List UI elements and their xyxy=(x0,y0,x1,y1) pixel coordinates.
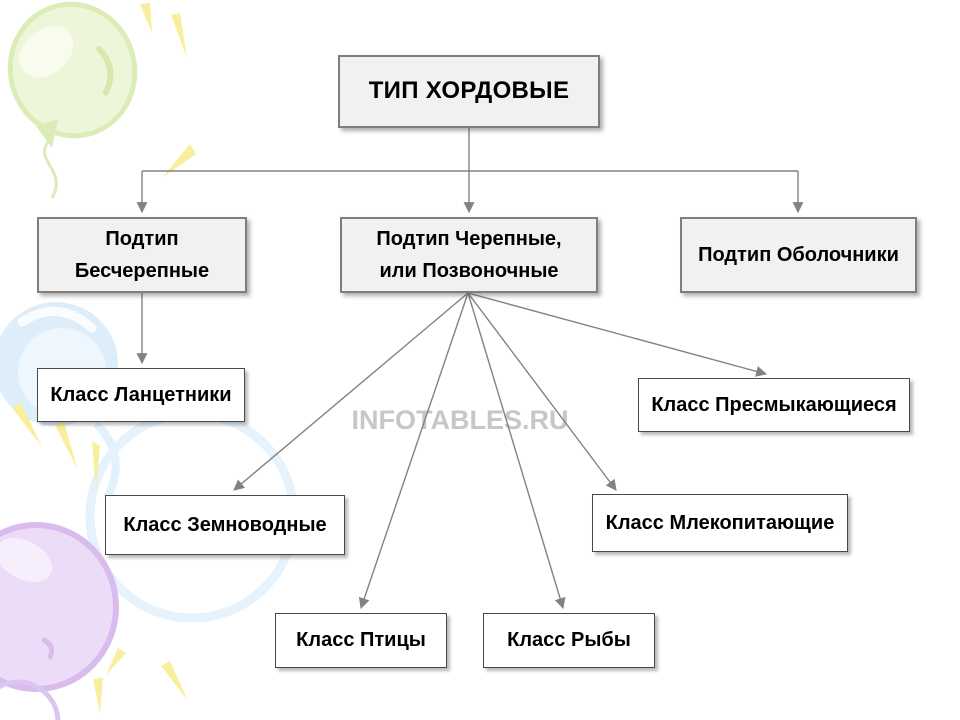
green-balloon-icon xyxy=(7,1,138,199)
node-type-chordata: ТИП ХОРДОВЫЕ xyxy=(338,55,600,128)
node-subtype-acraniata: Подтип Бесчерепные xyxy=(37,217,247,293)
arrow-to-fish xyxy=(467,292,566,610)
arrow-to-amphibians xyxy=(233,292,469,491)
node-subtype-tunicata: Подтип Оболочники xyxy=(680,217,917,293)
node-class-birds: Класс Птицы xyxy=(275,613,447,668)
node-class-amphibians: Класс Земноводные xyxy=(105,495,345,555)
arrow-to-mammals xyxy=(467,292,617,491)
node-subtype-craniata: Подтип Черепные, или Позвоночные xyxy=(340,217,598,293)
node-class-lancelets: Класс Ланцетники xyxy=(37,368,245,422)
node-class-reptiles: Класс Пресмыкающиеся xyxy=(638,378,910,432)
watermark: INFOTABLES.RU xyxy=(351,405,569,435)
arrow-to-reptiles xyxy=(467,292,768,377)
sparkle-burst-left-icon xyxy=(12,403,100,490)
sparkle-burst-top-icon xyxy=(140,3,196,178)
purple-balloon-icon xyxy=(0,522,119,720)
arrow-to-birds xyxy=(358,292,469,610)
node-class-fish: Класс Рыбы xyxy=(483,613,655,668)
sparkle-burst-bottom-icon xyxy=(93,648,188,713)
node-class-mammals: Класс Млекопитающие xyxy=(592,494,848,552)
